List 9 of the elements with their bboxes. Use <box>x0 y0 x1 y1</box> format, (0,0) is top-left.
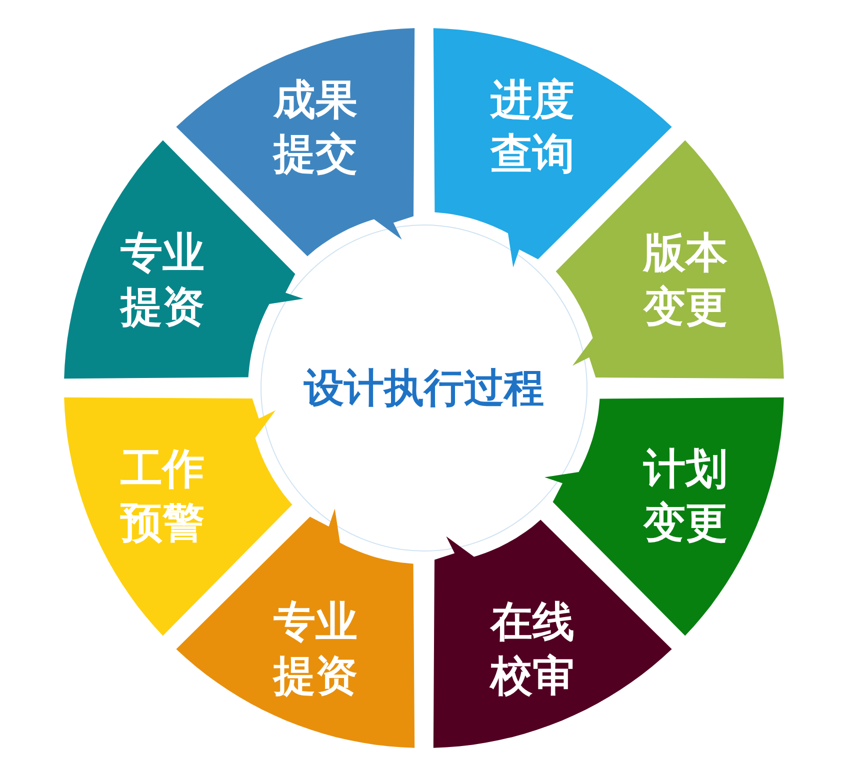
segment-label: 计划变更 <box>642 443 728 550</box>
segment-label: 工作预警 <box>119 443 206 550</box>
segment-label: 成果提交 <box>272 74 359 180</box>
segment-label: 在线校审 <box>488 596 576 702</box>
center-title: 设计执行过程 <box>304 364 544 414</box>
segment-label: 专业提资 <box>272 596 359 702</box>
segment-label: 版本变更 <box>642 226 728 333</box>
segment-label: 专业提资 <box>118 226 206 333</box>
segment-label: 进度查询 <box>489 74 576 180</box>
